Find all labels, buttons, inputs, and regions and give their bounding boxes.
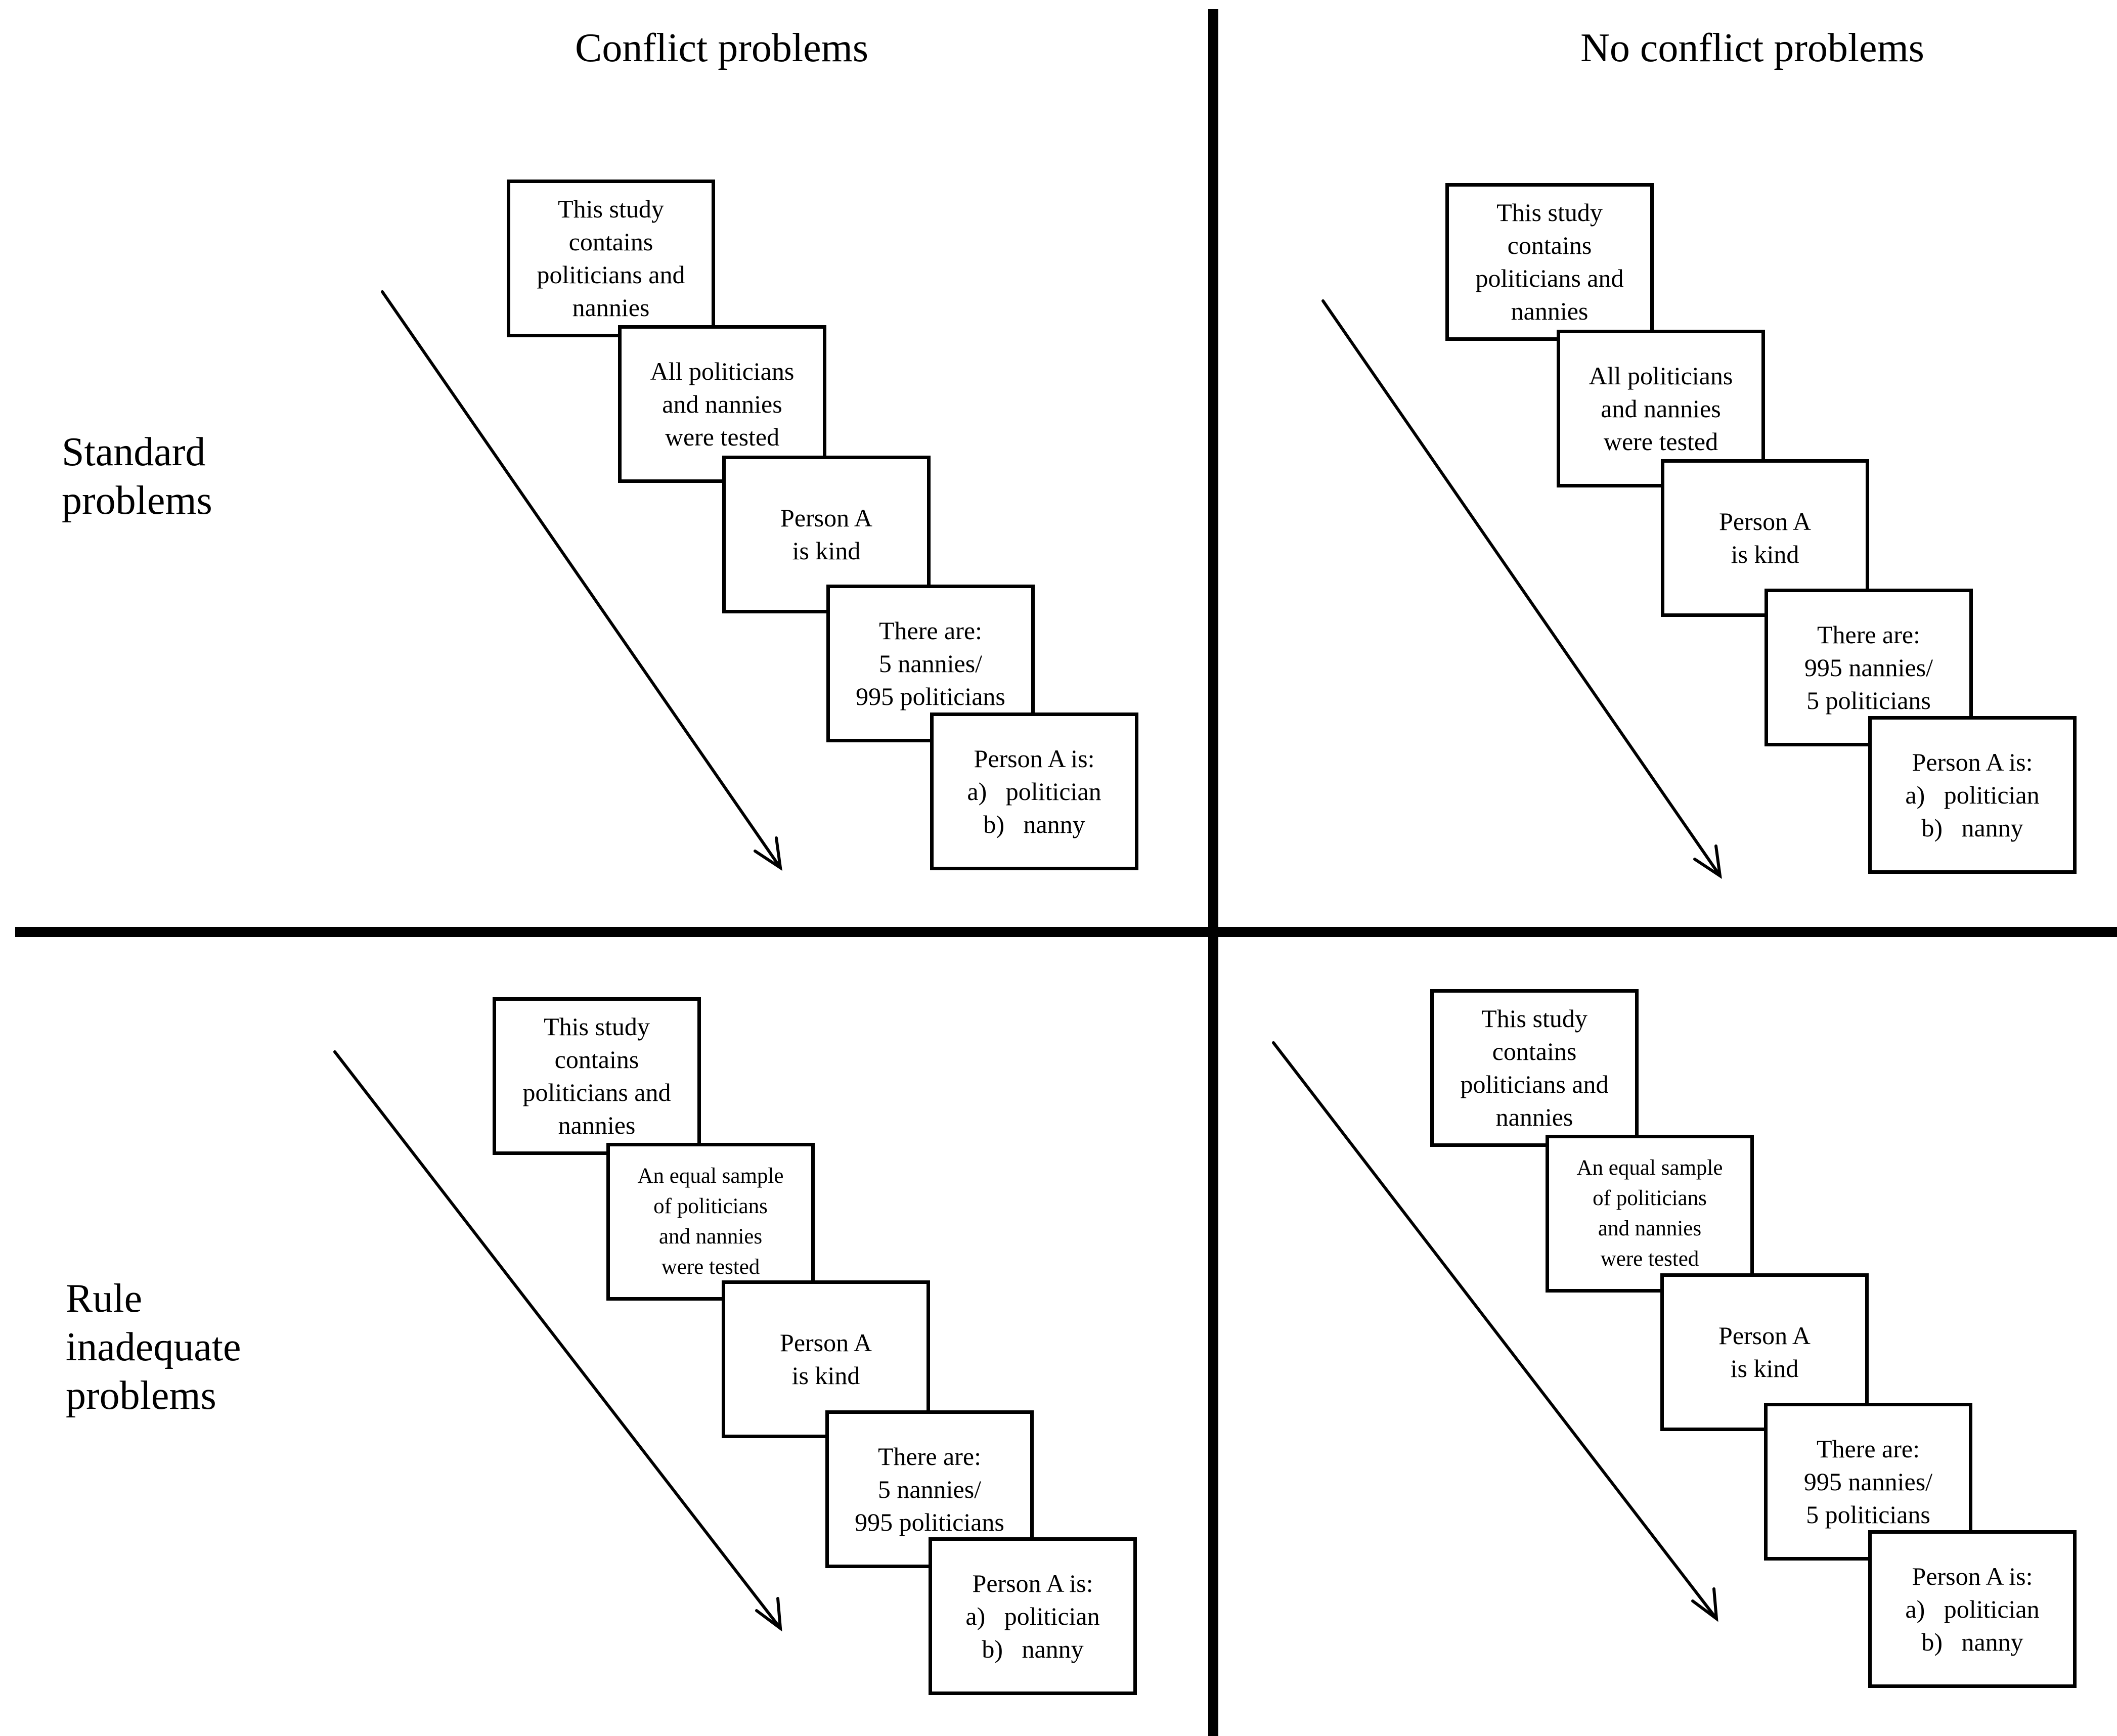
card-text-line: 995 nannies/ bbox=[1804, 653, 1933, 682]
card-text-line: There are: bbox=[878, 616, 982, 645]
arrow-down-right bbox=[381, 290, 782, 871]
card-text-line: An equal sample bbox=[637, 1164, 784, 1188]
card-text-line: 995 politicians bbox=[856, 682, 1005, 710]
card-text-line: is kind bbox=[791, 1361, 860, 1390]
vertical-divider bbox=[1208, 9, 1218, 1736]
card-text-line: 5 politicians bbox=[1806, 686, 1931, 715]
card-text-line: contains bbox=[554, 1045, 639, 1074]
option-politician: a) politician bbox=[1905, 1594, 2040, 1623]
card-text-line: An equal sample bbox=[1576, 1156, 1723, 1180]
card-text-line: Person A bbox=[780, 504, 872, 532]
card-text-line: 5 nannies/ bbox=[877, 1475, 982, 1503]
option-nanny: b) nanny bbox=[982, 1634, 1084, 1663]
card-text-line: There are: bbox=[1817, 620, 1920, 649]
card-text-line: contains bbox=[1492, 1037, 1577, 1065]
card-text-line: There are: bbox=[877, 1442, 981, 1471]
card-text-line: politicians and bbox=[537, 260, 685, 289]
card-text-line: 5 politicians bbox=[1806, 1500, 1930, 1529]
card-text-line: of politicians bbox=[1593, 1186, 1707, 1210]
card-text-line: 995 nannies/ bbox=[1803, 1467, 1933, 1496]
arrow-down-right bbox=[1272, 1041, 1718, 1622]
card-question: Person A is: a) politician b) nanny bbox=[930, 713, 1138, 870]
row-heading-line: problems bbox=[62, 478, 212, 523]
question-title: Person A is: bbox=[1912, 1562, 2033, 1590]
question-title: Person A is: bbox=[974, 744, 1095, 773]
card-text-line: This study bbox=[544, 1012, 650, 1041]
card-question: Person A is: a) politician b) nanny bbox=[1868, 716, 2077, 874]
card-text-line: This study bbox=[1481, 1004, 1587, 1033]
card-text-line: Person A bbox=[1718, 1321, 1811, 1350]
card-text-line: There are: bbox=[1816, 1434, 1920, 1463]
card-study-description: This study contains politicians and nann… bbox=[493, 997, 701, 1155]
option-nanny: b) nanny bbox=[1921, 1627, 2023, 1656]
card-text-line: nannies bbox=[572, 293, 650, 322]
arrow-down-right bbox=[1321, 299, 1722, 879]
card-text-line: politicians and bbox=[522, 1078, 671, 1106]
card-text-line: nannies bbox=[1495, 1103, 1573, 1131]
question-title: Person A is: bbox=[1912, 747, 2033, 776]
option-politician: a) politician bbox=[1905, 780, 2040, 809]
card-text-line: were tested bbox=[665, 422, 780, 451]
card-text-line: contains bbox=[1507, 231, 1592, 259]
card-text-line: and nannies bbox=[1601, 394, 1721, 423]
horizontal-divider bbox=[15, 927, 2117, 937]
row-heading-rule-inadequate: Rule inadequate problems bbox=[66, 1274, 241, 1420]
row-heading-line: inadequate bbox=[66, 1325, 241, 1369]
card-question: Person A is: a) politician b) nanny bbox=[1868, 1530, 2077, 1688]
option-politician: a) politician bbox=[965, 1601, 1100, 1630]
card-text-line: politicians and bbox=[1460, 1070, 1609, 1098]
column-heading-conflict: Conflict problems bbox=[575, 26, 868, 70]
card-text-line: 5 nannies/ bbox=[878, 649, 983, 678]
card-text-line: is kind bbox=[792, 537, 861, 565]
card-text-line: of politicians bbox=[653, 1194, 768, 1218]
card-testing-info: All politicians and nannies were tested bbox=[618, 325, 826, 483]
question-title: Person A is: bbox=[972, 1569, 1093, 1597]
card-text-line: contains bbox=[568, 228, 653, 256]
card-text-line: is kind bbox=[1731, 540, 1799, 568]
card-testing-info: An equal sample of politicians and nanni… bbox=[606, 1143, 815, 1301]
arrow-down-right bbox=[333, 1050, 782, 1632]
option-nanny: b) nanny bbox=[1921, 813, 2023, 842]
card-text-line: Person A bbox=[780, 1328, 872, 1357]
card-study-description: This study contains politicians and nann… bbox=[507, 180, 715, 337]
card-text-line: nannies bbox=[558, 1111, 636, 1139]
card-text-line: and nannies bbox=[662, 389, 782, 418]
row-heading-line: Standard bbox=[62, 430, 206, 474]
card-text-line: and nannies bbox=[1598, 1217, 1702, 1240]
card-text-line: All politicians bbox=[650, 357, 795, 385]
card-text-line: Person A bbox=[1719, 507, 1811, 536]
card-text-line: and nannies bbox=[658, 1225, 763, 1249]
card-text-line: This study bbox=[1496, 198, 1603, 227]
card-text-line: is kind bbox=[1730, 1354, 1799, 1383]
option-nanny: b) nanny bbox=[983, 810, 1085, 838]
option-politician: a) politician bbox=[967, 777, 1101, 806]
card-study-description: This study contains politicians and nann… bbox=[1445, 183, 1654, 341]
row-heading-standard: Standard problems bbox=[62, 428, 212, 525]
card-text-line: All politicians bbox=[1589, 361, 1733, 390]
card-question: Person A is: a) politician b) nanny bbox=[929, 1537, 1137, 1695]
card-text-line: were tested bbox=[1600, 1247, 1699, 1271]
row-heading-line: Rule bbox=[66, 1276, 143, 1321]
card-testing-info: An equal sample of politicians and nanni… bbox=[1546, 1135, 1754, 1293]
card-study-description: This study contains politicians and nann… bbox=[1430, 989, 1639, 1147]
card-text-line: were tested bbox=[661, 1255, 760, 1279]
card-text-line: 995 politicians bbox=[855, 1507, 1004, 1536]
card-text-line: were tested bbox=[1603, 427, 1718, 456]
column-heading-no-conflict: No conflict problems bbox=[1580, 26, 1924, 70]
row-heading-line: problems bbox=[66, 1373, 216, 1418]
card-text-line: This study bbox=[558, 195, 664, 223]
card-text-line: nannies bbox=[1511, 297, 1589, 325]
card-text-line: politicians and bbox=[1475, 264, 1624, 292]
